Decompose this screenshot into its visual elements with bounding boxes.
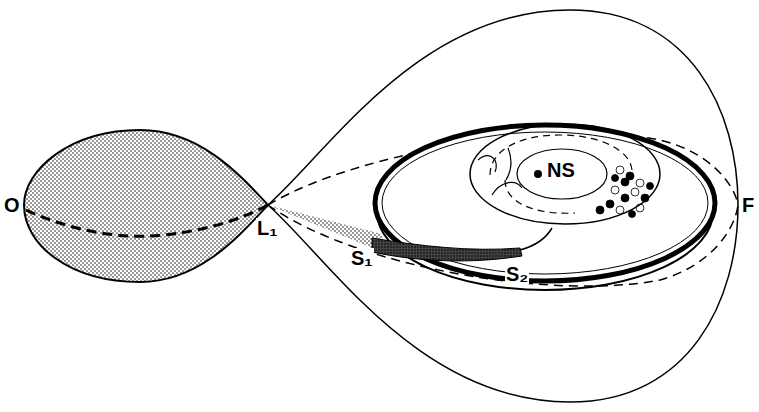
point-label: S₂ xyxy=(505,264,529,284)
magnetosphere xyxy=(517,149,607,199)
star-label: O xyxy=(3,195,21,215)
field-line xyxy=(506,148,511,180)
hot-spot-blobs xyxy=(596,166,654,218)
ns-roche-lobe xyxy=(268,10,738,402)
point-label: F xyxy=(741,195,755,215)
gas-stream xyxy=(268,205,382,252)
point-label: L₁ xyxy=(256,218,279,238)
companion-lobe xyxy=(24,130,268,282)
field-line xyxy=(478,156,496,172)
stream-path xyxy=(520,228,552,250)
neutron-star-dot xyxy=(534,170,542,178)
field-line xyxy=(492,182,522,195)
star-equator xyxy=(26,205,268,236)
star-label: NS xyxy=(546,160,576,180)
point-label: S₁ xyxy=(350,248,374,268)
stream-impact xyxy=(372,238,522,261)
dashed-orbit xyxy=(505,180,575,213)
inner-disk xyxy=(470,124,660,224)
